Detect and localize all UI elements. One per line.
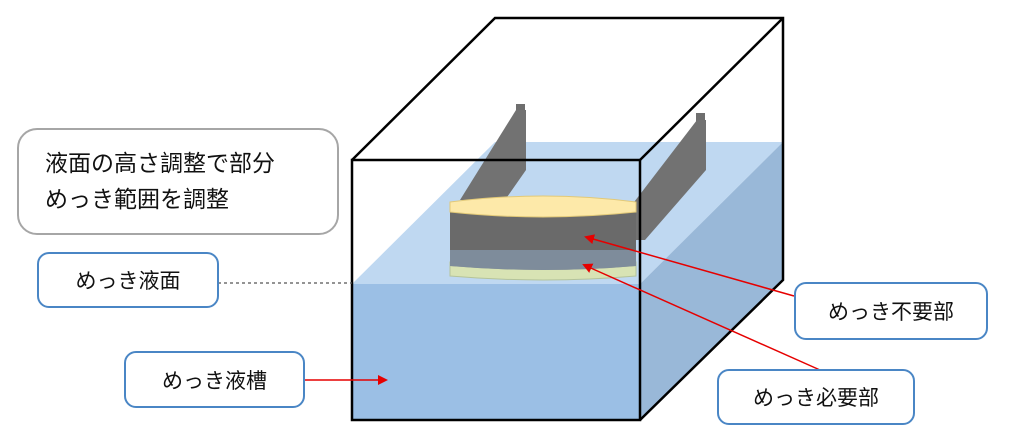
- adjust-note-line-1: 液面の高さ調整で部分: [45, 150, 275, 177]
- plating-surface-callout: めっき液面: [37, 252, 219, 308]
- liquid-side: [640, 142, 783, 420]
- plating-tank-label: めっき液槽: [162, 368, 267, 393]
- plating-surface-label: めっき液面: [75, 269, 181, 293]
- arrow-unnecessary: [584, 234, 795, 297]
- pointer-arrows: [305, 234, 821, 385]
- holder-arms: [460, 110, 706, 240]
- unnecessary-part-callout: めっき不要部: [794, 282, 988, 340]
- necessary-part-label: めっき必要部: [753, 386, 879, 410]
- adjust-note-line-2: めっき範囲を調整: [45, 186, 229, 213]
- plating-tank-callout: めっき液槽: [124, 351, 305, 408]
- plated-part: [449, 195, 637, 281]
- necessary-part-callout: めっき必要部: [717, 369, 915, 425]
- liquid-front: [352, 284, 640, 420]
- unnecessary-part-label: めっき不要部: [828, 300, 954, 324]
- adjust-note-callout: 液面の高さ調整で部分 めっき範囲を調整: [17, 128, 339, 235]
- arrow-necessary: [582, 263, 821, 371]
